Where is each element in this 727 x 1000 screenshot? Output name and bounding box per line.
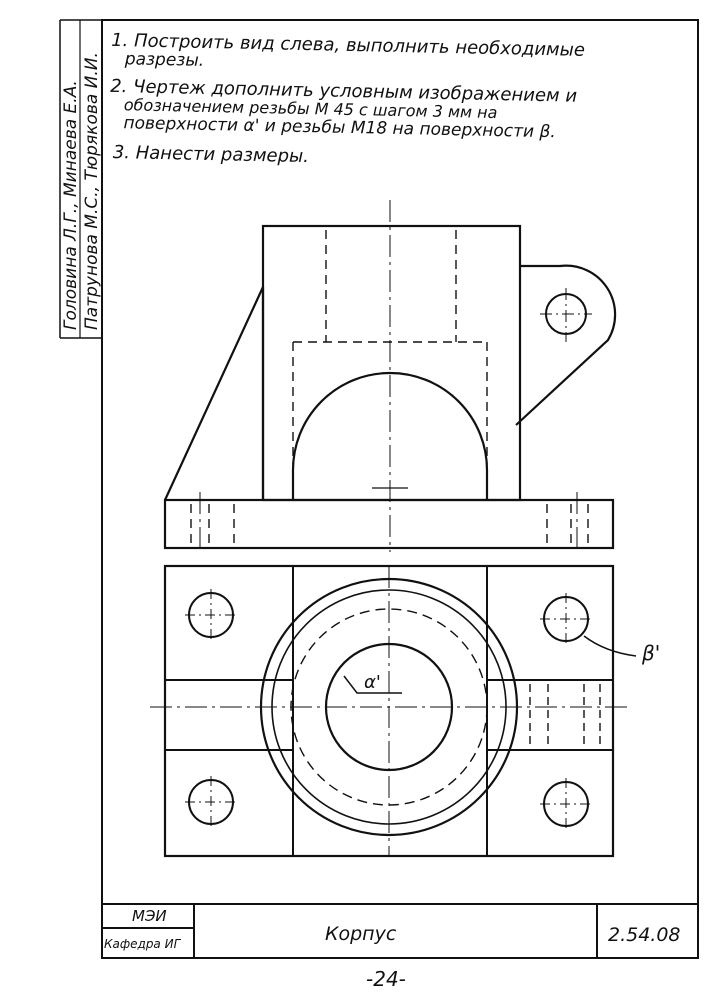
title-block-code: 2.54.08 (608, 924, 681, 946)
front-view (163, 200, 617, 552)
front-center-lines (199, 200, 578, 552)
title-block (102, 903, 698, 958)
instructions: 1. Построить вид слева, выполнить необхо… (110, 30, 585, 167)
instruction-3: 3. Нанести размеры. (113, 142, 310, 167)
title-block-name: Корпус (325, 923, 397, 945)
authors-line1: Головина Л.Г., Минаева Е.А. (61, 80, 81, 330)
top-hidden-lines (529, 684, 601, 746)
top-view (150, 564, 637, 858)
corner-hole-centers (185, 589, 592, 830)
beta-label: β' (641, 641, 660, 665)
alpha-label: α' (364, 672, 381, 693)
base-plate (163, 498, 615, 550)
sheet-frame (59, 19, 699, 959)
instruction-1-line2: разрезы. (124, 49, 205, 71)
title-block-org: МЭИ (132, 907, 167, 925)
top-center-lines (150, 566, 630, 856)
arch-opening (291, 371, 489, 500)
alpha-leader (343, 675, 402, 694)
page-number: -24- (366, 967, 406, 991)
beta-leader (583, 635, 637, 657)
authors-line2: Патрунова М.С., Тюрякова И.И. (82, 52, 102, 330)
left-rib (164, 286, 265, 501)
right-lug (515, 264, 617, 426)
main-body (261, 224, 522, 502)
title-block-dept: Кафедра ИГ (104, 937, 182, 951)
